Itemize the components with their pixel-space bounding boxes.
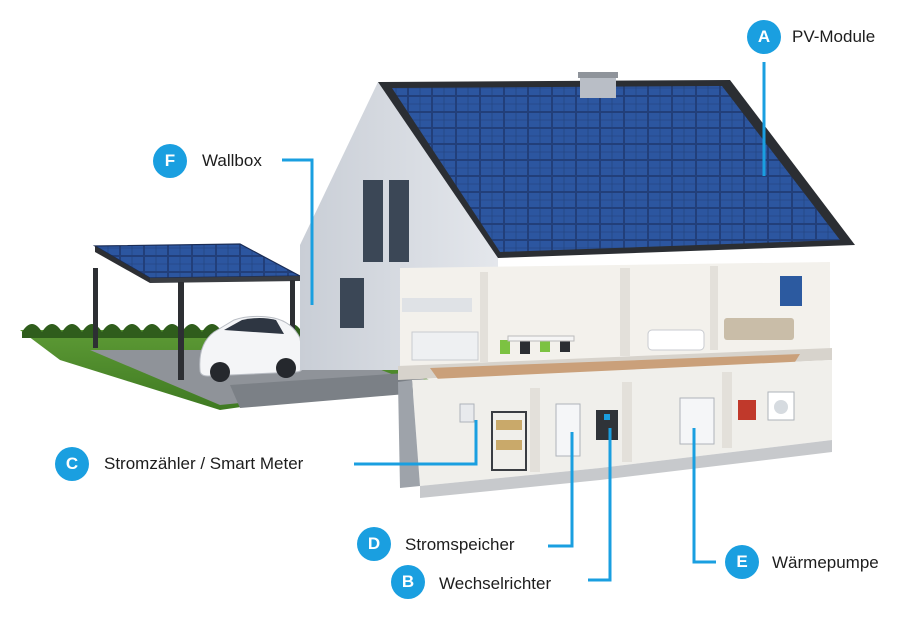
connector-d — [548, 432, 574, 548]
callout-d-badge: D — [357, 527, 391, 561]
house — [300, 72, 855, 498]
callout-c-badge: C — [55, 447, 89, 481]
callout-f-badge: F — [153, 144, 187, 178]
callout-c-label: Stromzähler / Smart Meter — [104, 454, 304, 473]
connector-b — [588, 428, 612, 582]
callout-e-label: Wärmepumpe — [772, 553, 879, 572]
electric-car — [199, 315, 305, 382]
connector-f — [282, 158, 314, 305]
callout-connectors — [282, 62, 766, 582]
callout-a-badge: A — [747, 20, 781, 54]
callout-d-label: Stromspeicher — [405, 535, 515, 554]
carport — [92, 243, 301, 380]
connector-c — [354, 420, 478, 466]
roof-pv-modules — [392, 86, 840, 252]
callout-b-badge: B — [391, 565, 425, 599]
callout-e-badge: E — [725, 545, 759, 579]
callout-b-label: Wechselrichter — [439, 574, 552, 593]
connector-e — [692, 428, 716, 564]
callout-a-label: PV-Module — [792, 27, 876, 46]
callout-f-label: Wallbox — [202, 151, 262, 170]
